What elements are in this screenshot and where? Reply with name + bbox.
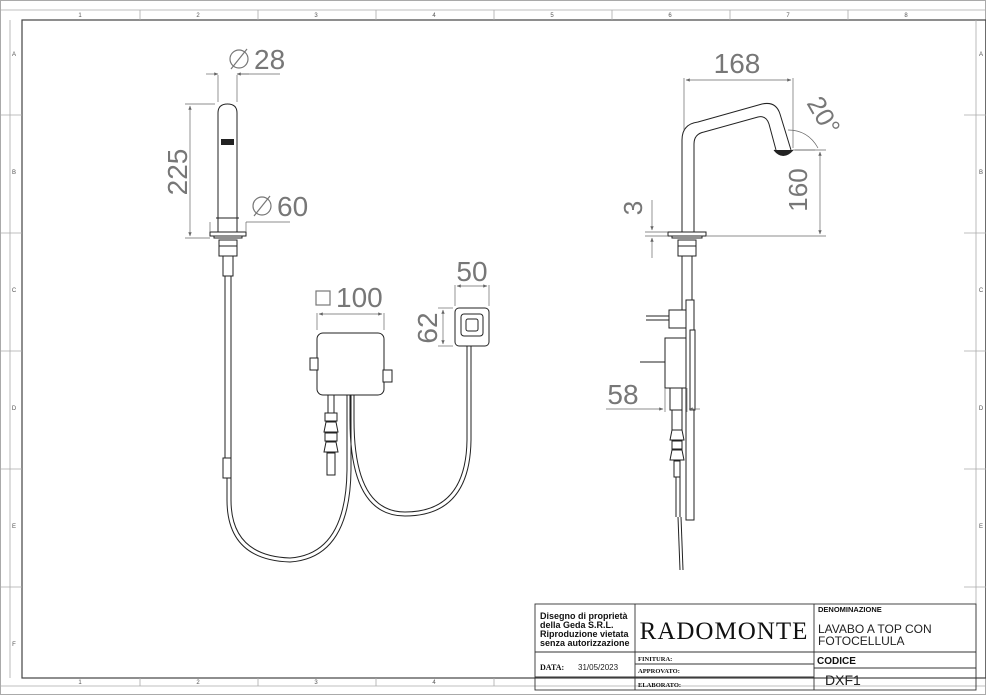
zone-col-7: 7 (786, 13, 790, 19)
front-view-faucet (209, 103, 352, 563)
dim-height-225: 225 (162, 149, 193, 196)
name-line-1: LAVABO A TOP CON (818, 622, 932, 636)
dim-height-160: 160 (783, 168, 813, 211)
zone-row-c: C (12, 288, 17, 294)
zone-row-a-right: A (979, 52, 983, 58)
zone-row-e: E (12, 524, 16, 530)
title-block: Disegno di proprietà della Geda S.R.L. R… (534, 603, 977, 691)
dim-depth-58: 58 (607, 379, 638, 410)
zone-row-c-right: C (979, 288, 984, 294)
name-line-2: FOTOCELLULA (818, 634, 904, 648)
finish-label: FINITURA: (638, 656, 672, 663)
name-label: DENOMINAZIONE (818, 605, 882, 614)
zone-col-2: 2 (196, 13, 200, 19)
control-box (309, 332, 472, 517)
dim-width-50: 50 (456, 256, 487, 287)
zone-row-a: A (12, 52, 16, 58)
dim-box-100: 100 (336, 282, 383, 313)
dim-thickness-3: 3 (618, 201, 648, 215)
zone-col-4-bottom: 4 (432, 680, 436, 686)
power-supply-unit (454, 307, 490, 347)
sensor-window (221, 139, 234, 145)
zone-row-d-right: D (979, 406, 984, 412)
code-value: DXF1 (825, 672, 861, 688)
ownership-line-4: senza autorizzazione (540, 638, 630, 648)
dim-diameter-60: 60 (277, 191, 308, 222)
approved-label: APPROVATO: (638, 668, 680, 675)
zone-row-b: B (12, 170, 16, 176)
zone-col-1: 1 (78, 13, 82, 19)
zone-col-3: 3 (314, 13, 318, 19)
zone-col-6: 6 (668, 13, 672, 19)
date-label: DATA: (540, 663, 564, 672)
zone-row-b-right: B (979, 170, 983, 176)
dim-reach-168: 168 (714, 48, 761, 79)
zone-col-2-bottom: 2 (196, 680, 200, 686)
drafted-label: ELABORATO: (638, 682, 681, 689)
diameter-symbol-icon (252, 196, 272, 216)
zone-row-d: D (12, 406, 17, 412)
zone-col-3-bottom: 3 (314, 680, 318, 686)
zone-col-4: 4 (432, 13, 436, 19)
dim-diameter-28: 28 (254, 44, 285, 75)
dim-angle-20: 20° (801, 91, 847, 140)
zone-row-e-right: E (979, 524, 983, 530)
ownership-line-3: Riproduzione vietata (540, 629, 630, 639)
ownership-line-2: della Geda S.R.L. (540, 620, 614, 630)
dim-height-62: 62 (412, 312, 443, 343)
date-value: 31/05/2023 (578, 663, 619, 672)
dimension-lines (185, 72, 826, 412)
square-symbol-icon (315, 290, 331, 306)
brand-logo: RADOMONTE (640, 618, 809, 645)
zone-col-5: 5 (550, 13, 554, 19)
side-view-faucet (640, 103, 794, 571)
zone-col-8: 8 (904, 13, 908, 19)
zone-col-1-bottom: 1 (78, 680, 82, 686)
dimension-symbols (229, 48, 331, 306)
zone-row-f: F (12, 642, 16, 648)
diameter-symbol-icon (229, 49, 249, 69)
ownership-line-1: Disegno di proprietà (540, 611, 629, 621)
code-label: CODICE (817, 656, 856, 667)
